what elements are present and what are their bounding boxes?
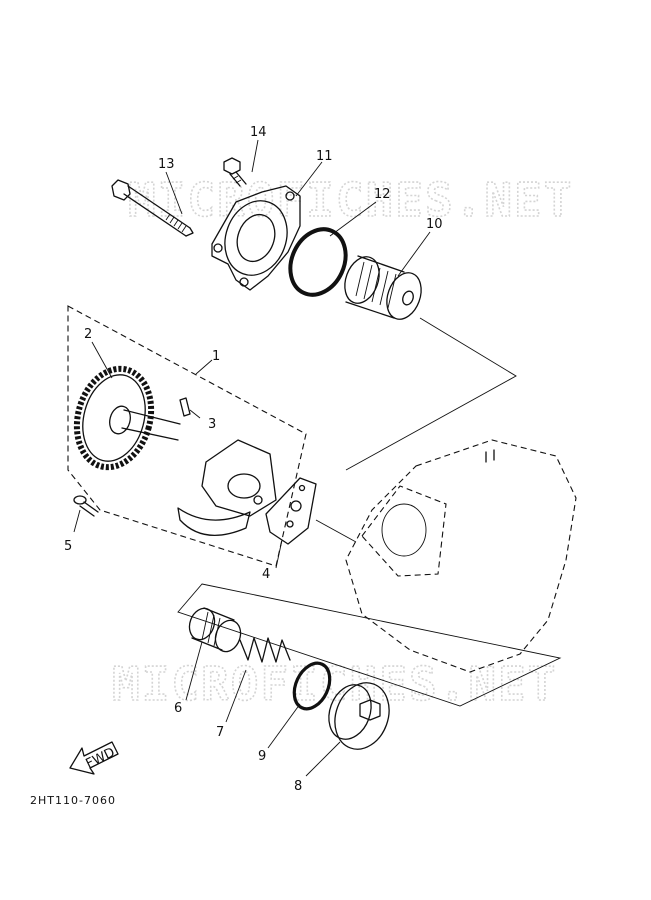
fwd-label: FWD [84,745,118,772]
callout-11: 11 [316,149,333,164]
callout-9: 9 [258,749,266,764]
dowel-pin-part [179,397,191,417]
callout-1: 1 [212,349,220,364]
pump-gasket-part [265,477,317,545]
o-ring-large [288,227,348,297]
drive-gear-part [73,365,181,471]
oil-filter-part [344,255,422,320]
callout-10: 10 [426,217,443,232]
watermark-top: MICROFICHES.NET [128,173,573,227]
short-bolt-part [223,157,247,187]
callout-14: 14 [250,125,267,140]
crankcase-outline [345,439,577,673]
part-code: 2HT110-7060 [30,794,116,807]
callout-13: 13 [158,157,175,172]
callout-7: 7 [216,725,224,740]
callout-2: 2 [84,327,92,342]
long-bolt-part [111,179,194,237]
pan-screw-part [73,495,99,517]
leader-lines [73,139,431,777]
assembly-1-boundary [67,305,307,567]
reference-lines [177,317,562,707]
fwd-arrow-icon [69,741,119,775]
callout-6: 6 [174,701,182,716]
compression-spring-part [239,637,291,663]
pump-body-part [177,439,277,536]
callout-8: 8 [294,779,302,794]
callout-12: 12 [374,187,391,202]
oil-strainer-part [188,607,242,653]
pump-cover-part [211,185,301,291]
o-ring-small [292,661,332,711]
drain-plug-part [328,682,390,750]
callout-4: 4 [262,567,270,582]
callout-3: 3 [208,417,216,432]
callout-5: 5 [64,539,72,554]
watermark-bottom: MICROFICHES.NET [112,657,557,711]
